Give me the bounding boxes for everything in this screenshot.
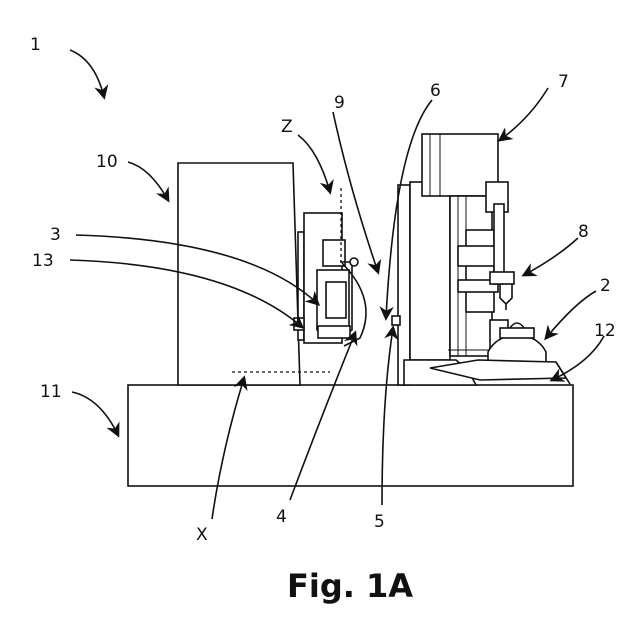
label-z: Z [281,117,293,137]
label-4: 4 [276,507,287,527]
figure-caption: Fig. 1A [287,567,413,605]
label-11: 11 [40,382,62,402]
leader-7 [500,88,548,140]
base-block [128,385,573,486]
label-2: 2 [600,276,611,296]
label-13: 13 [32,251,54,271]
leader-2 [546,291,596,338]
leader-z [298,135,330,192]
label-10: 10 [96,152,118,172]
nozzle [392,316,400,325]
label-6: 6 [430,81,441,101]
label-5: 5 [374,512,385,532]
label-12: 12 [594,321,616,341]
leader-8 [524,238,578,275]
label-9: 9 [334,93,345,113]
label-1: 1 [30,35,41,55]
leader-10 [128,162,168,200]
label-3: 3 [50,225,61,245]
fixture-assembly [294,213,366,346]
leader-11 [72,392,118,435]
label-8: 8 [578,222,589,242]
housing-column [178,163,300,385]
label-x: X [196,525,208,545]
label-7: 7 [558,72,569,92]
leader-1 [70,50,104,97]
